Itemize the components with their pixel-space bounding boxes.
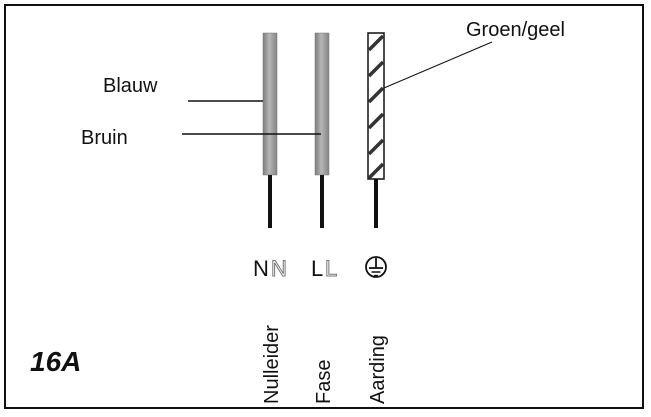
- blue-label: Blauw: [103, 75, 158, 97]
- neutral-terminal-letter: N: [253, 256, 269, 281]
- neutral-wire: [262, 32, 278, 228]
- brown-label: Bruin: [81, 127, 128, 149]
- earth-wire: [367, 32, 385, 228]
- live-function-label: Fase: [313, 360, 335, 404]
- neutral-function-label: Nulleider: [261, 325, 283, 404]
- live-terminal-letter-outline: L: [325, 256, 337, 281]
- earth-ground-icon: [365, 256, 387, 278]
- terminal-live: L L: [311, 256, 338, 282]
- green-yellow-label: Groen/geel: [466, 19, 565, 41]
- green-yellow-callout-line: [383, 41, 493, 89]
- earth-function-label: Aarding: [367, 335, 389, 404]
- live-wire: [314, 32, 330, 228]
- current-rating: 16A: [30, 346, 81, 377]
- terminal-neutral: N N: [253, 256, 287, 282]
- neutral-terminal-letter-outline: N: [271, 256, 287, 281]
- live-terminal-letter: L: [311, 256, 323, 281]
